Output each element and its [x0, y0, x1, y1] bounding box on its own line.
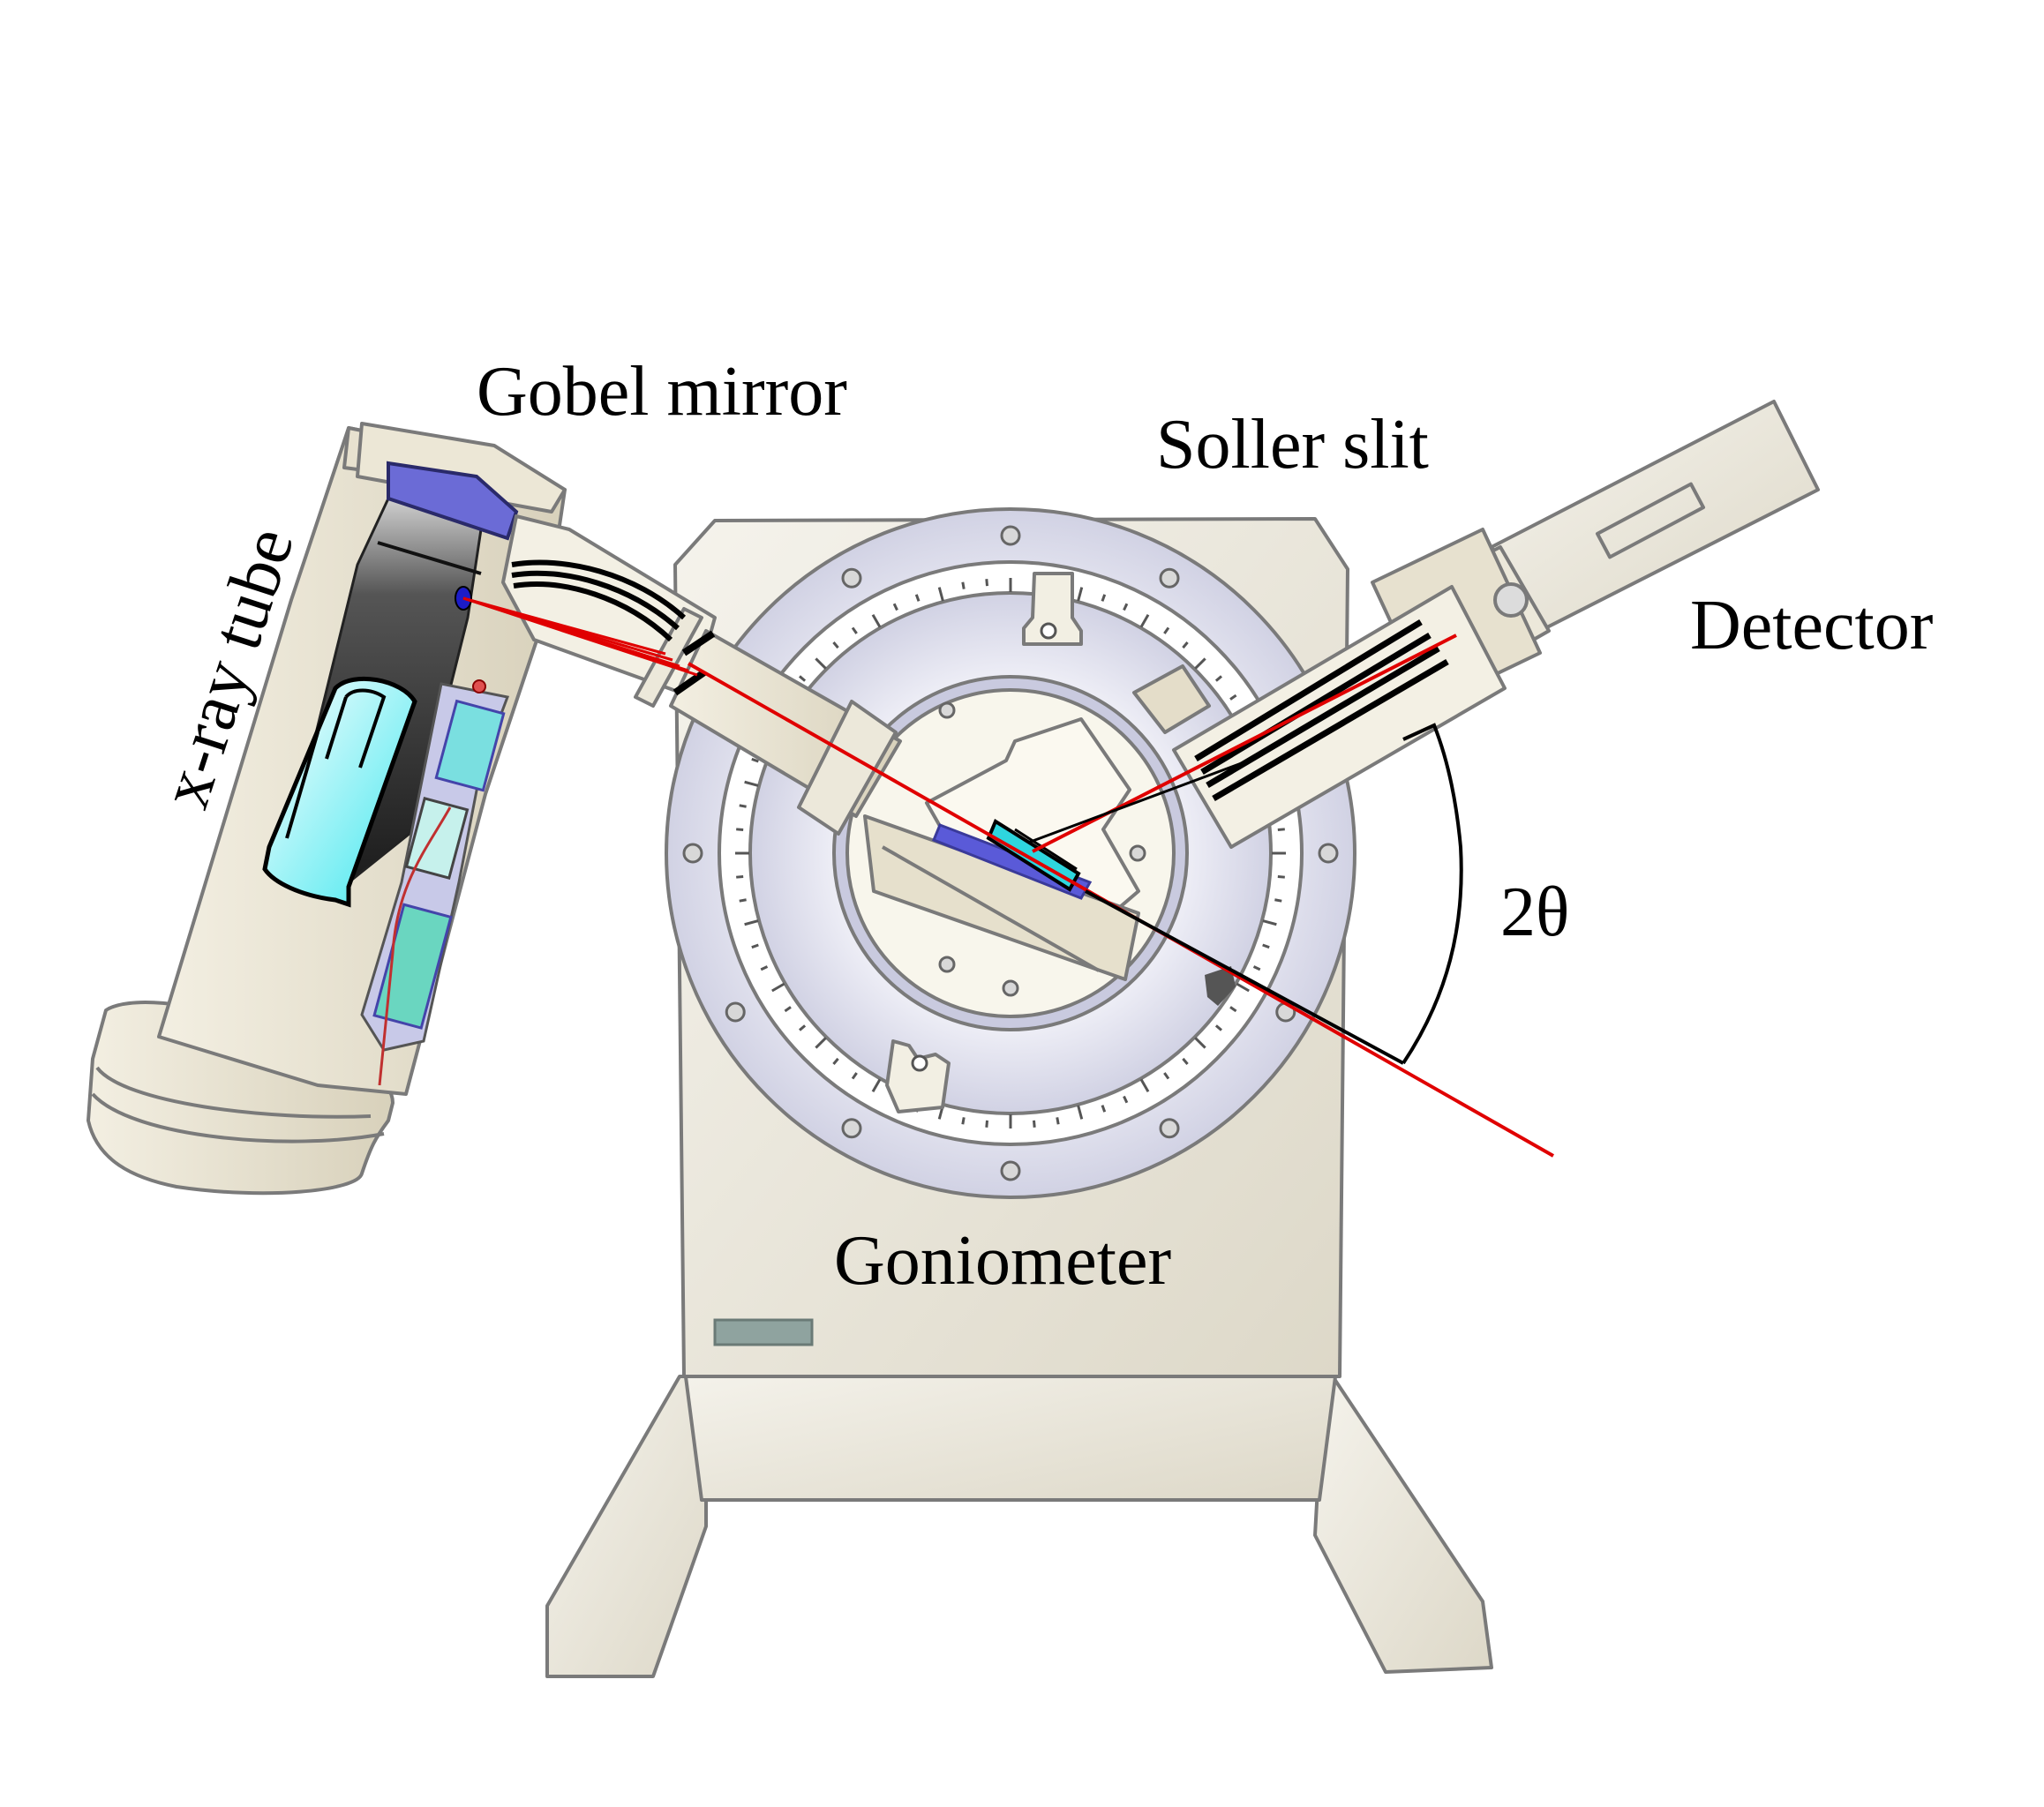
- scale-tick: [1077, 1105, 1084, 1120]
- scale-tick: [1123, 1095, 1129, 1104]
- label-soller-slit: Soller slit: [1156, 406, 1429, 484]
- scale-tick: [1214, 1024, 1222, 1031]
- two-theta-arc: [1401, 723, 1463, 1065]
- scale-tick: [1077, 587, 1084, 602]
- scale-tick: [892, 603, 898, 611]
- bolt-icon: [1000, 1160, 1021, 1181]
- scale-tick: [1252, 965, 1261, 971]
- bolt-icon: [1000, 525, 1021, 546]
- scale-tick: [1236, 982, 1250, 993]
- bolt-icon: [725, 1001, 746, 1023]
- scale-tick: [760, 965, 769, 971]
- label-two-theta: 2θ: [1500, 874, 1569, 951]
- scale-tick: [1033, 1120, 1036, 1128]
- scale-tick: [736, 828, 744, 831]
- scale-tick: [1139, 1078, 1150, 1092]
- scale-tick: [985, 1120, 988, 1128]
- scale-tick: [937, 587, 944, 602]
- bolt-icon: [1159, 1118, 1180, 1139]
- scale-tick: [1101, 594, 1107, 602]
- scale-tick: [815, 1037, 827, 1049]
- bolt-icon: [1159, 567, 1180, 589]
- bolt-icon: [1002, 979, 1019, 997]
- scale-tick: [744, 919, 759, 926]
- scale-tick: [1163, 1072, 1170, 1080]
- scale-tick: [739, 898, 747, 903]
- scale-tick: [1194, 657, 1206, 670]
- entrance-slit: [681, 630, 716, 656]
- bolt-icon: [938, 956, 956, 973]
- scale-tick: [985, 579, 988, 587]
- scale-tick: [1163, 626, 1170, 634]
- scale-tick: [1229, 694, 1237, 701]
- scale-tick: [851, 626, 858, 634]
- scale-tick: [771, 982, 785, 993]
- base-apron: [682, 1361, 1339, 1502]
- left-leg: [545, 1375, 708, 1678]
- scale-tick: [1262, 943, 1270, 949]
- scale-tick: [961, 581, 966, 589]
- bolt-icon: [1129, 844, 1146, 862]
- scale-tick: [1123, 603, 1129, 611]
- scale-tick: [851, 1072, 858, 1080]
- scale-tick: [832, 641, 839, 649]
- arm-collar: [797, 700, 898, 836]
- scale-tick: [961, 1117, 966, 1125]
- scale-tick: [799, 1024, 807, 1031]
- scale-tick: [751, 943, 759, 949]
- scale-tick: [1274, 898, 1282, 903]
- scale-tick: [1277, 828, 1285, 831]
- angle-scale-ticks: [735, 578, 1286, 1128]
- soller-rear-block: [1132, 664, 1211, 734]
- scale-tick: [784, 1006, 792, 1013]
- scale-tick: [1214, 675, 1222, 682]
- scale-tick: [914, 594, 921, 602]
- scale-tick: [871, 1078, 882, 1092]
- bolt-icon: [1318, 843, 1339, 864]
- tube-blue-cap: [387, 461, 519, 541]
- gobel-mirror-icon: [511, 559, 687, 620]
- tube-glass: [262, 676, 417, 908]
- scale-tick: [1101, 1105, 1107, 1113]
- label-gobel-mirror: Gobel mirror: [477, 353, 847, 431]
- scale-tick: [736, 875, 744, 879]
- right-leg: [1313, 1375, 1493, 1674]
- scale-tick: [871, 614, 882, 628]
- scale-tick: [1139, 614, 1150, 628]
- scale-tick: [815, 657, 827, 670]
- scale-tick: [1182, 1057, 1189, 1065]
- scale-tick: [1229, 1006, 1237, 1013]
- label-detector: Detector: [1690, 587, 1933, 664]
- bolt-icon: [841, 567, 862, 589]
- scale-tick: [799, 675, 807, 682]
- scale-tick: [1262, 919, 1277, 926]
- scale-tick: [744, 780, 759, 787]
- bolt-icon: [841, 1118, 862, 1139]
- scale-tick: [1277, 875, 1285, 879]
- bolt-icon: [938, 701, 956, 719]
- ring-clamps: [885, 572, 1236, 1113]
- scale-tick: [1194, 1037, 1206, 1049]
- bolt-icon: [682, 843, 703, 864]
- scale-tick: [751, 757, 759, 763]
- body-nameplate: [713, 1318, 814, 1346]
- label-goniometer: Goniometer: [834, 1222, 1171, 1300]
- scale-tick: [1056, 1117, 1060, 1125]
- xray-tube: [86, 422, 567, 1196]
- scale-tick: [832, 1057, 839, 1065]
- scale-tick: [1182, 641, 1189, 649]
